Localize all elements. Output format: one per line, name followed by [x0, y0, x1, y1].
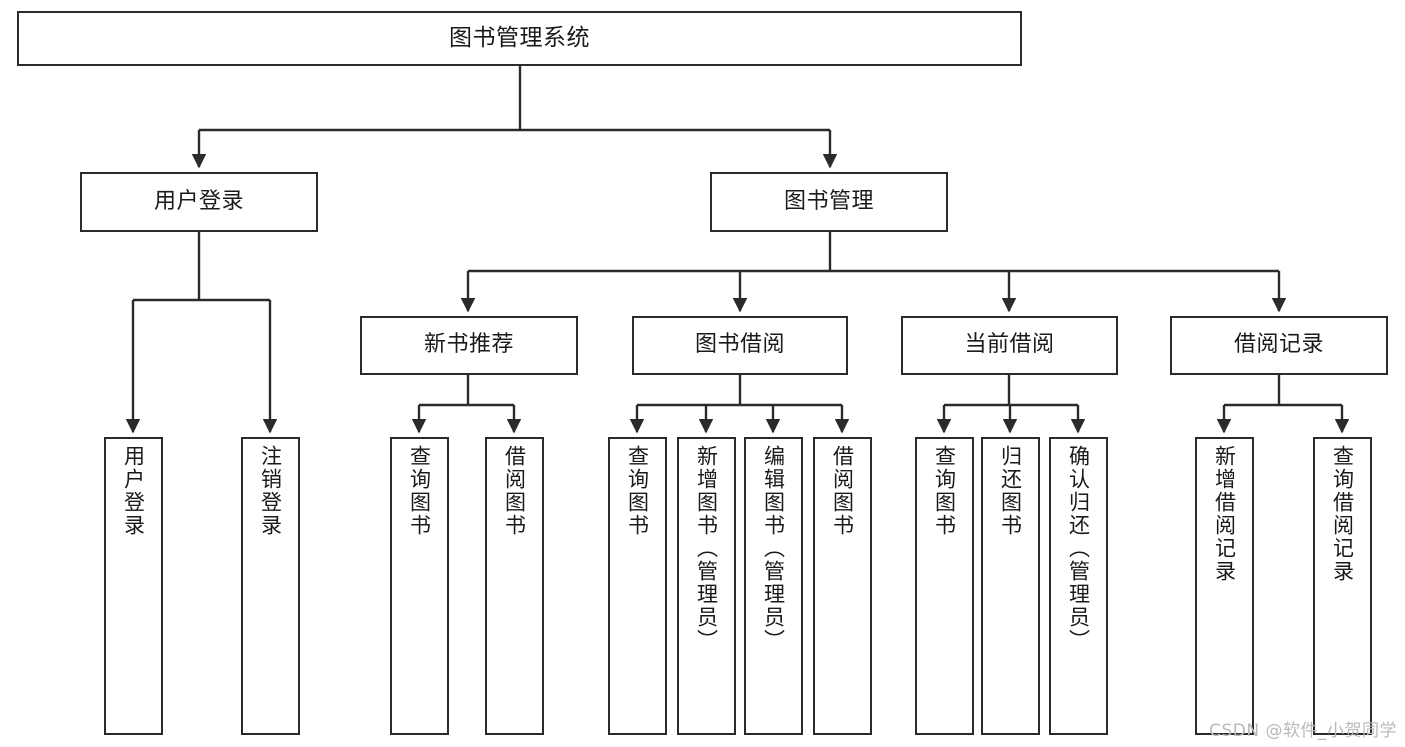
node-leaf-add-book[interactable]: 新增图书（管理员）: [677, 437, 736, 735]
node-label: 查询借阅记录: [1330, 445, 1355, 583]
node-label: 新增图书（管理员）: [694, 445, 719, 652]
node-leaf-borrow-book[interactable]: 借阅图书: [813, 437, 872, 735]
node-root-book-management-system[interactable]: 图书管理系统: [17, 11, 1022, 66]
node-label: 查询图书: [407, 445, 432, 537]
node-new-book-recommend[interactable]: 新书推荐: [360, 316, 578, 375]
node-leaf-user-logout[interactable]: 注销登录: [241, 437, 300, 735]
node-leaf-user-login[interactable]: 用户登录: [104, 437, 163, 735]
node-label: 新增借阅记录: [1212, 445, 1237, 583]
node-label: 图书管理系统: [449, 24, 590, 51]
node-leaf-edit-book[interactable]: 编辑图书（管理员）: [744, 437, 803, 735]
node-label: 新书推荐: [423, 332, 514, 358]
node-label: 图书管理: [783, 188, 874, 214]
node-leaf-return-book[interactable]: 归还图书: [981, 437, 1040, 735]
node-leaf-query-book-current[interactable]: 查询图书: [915, 437, 974, 735]
node-label: 用户登录: [121, 445, 146, 537]
node-label: 借阅图书: [502, 445, 527, 537]
node-leaf-add-borrow-record[interactable]: 新增借阅记录: [1195, 437, 1254, 735]
watermark-text: CSDN @软件_小贺同学: [1209, 721, 1397, 741]
node-book-manage[interactable]: 图书管理: [710, 172, 948, 232]
node-leaf-query-borrow-record[interactable]: 查询借阅记录: [1313, 437, 1372, 735]
node-label: 当前借阅: [964, 332, 1055, 358]
node-label: 用户登录: [153, 188, 244, 214]
node-label: 注销登录: [258, 445, 283, 537]
node-label: 图书借阅: [694, 332, 785, 358]
node-current-borrow[interactable]: 当前借阅: [901, 316, 1118, 375]
node-label: 借阅记录: [1233, 332, 1324, 358]
node-leaf-query-book-recommend[interactable]: 查询图书: [390, 437, 449, 735]
node-borrow-record[interactable]: 借阅记录: [1170, 316, 1388, 375]
node-label: 查询图书: [932, 445, 957, 537]
node-label: 借阅图书: [830, 445, 855, 537]
node-leaf-borrow-book-recommend[interactable]: 借阅图书: [485, 437, 544, 735]
node-label: 确认归还（管理员）: [1066, 445, 1091, 652]
node-leaf-query-book-borrow[interactable]: 查询图书: [608, 437, 667, 735]
node-user-login[interactable]: 用户登录: [80, 172, 318, 232]
node-label: 归还图书: [998, 445, 1023, 537]
node-label: 编辑图书（管理员）: [761, 445, 786, 652]
node-leaf-confirm-return[interactable]: 确认归还（管理员）: [1049, 437, 1108, 735]
node-label: 查询图书: [625, 445, 650, 537]
node-book-borrow[interactable]: 图书借阅: [632, 316, 848, 375]
